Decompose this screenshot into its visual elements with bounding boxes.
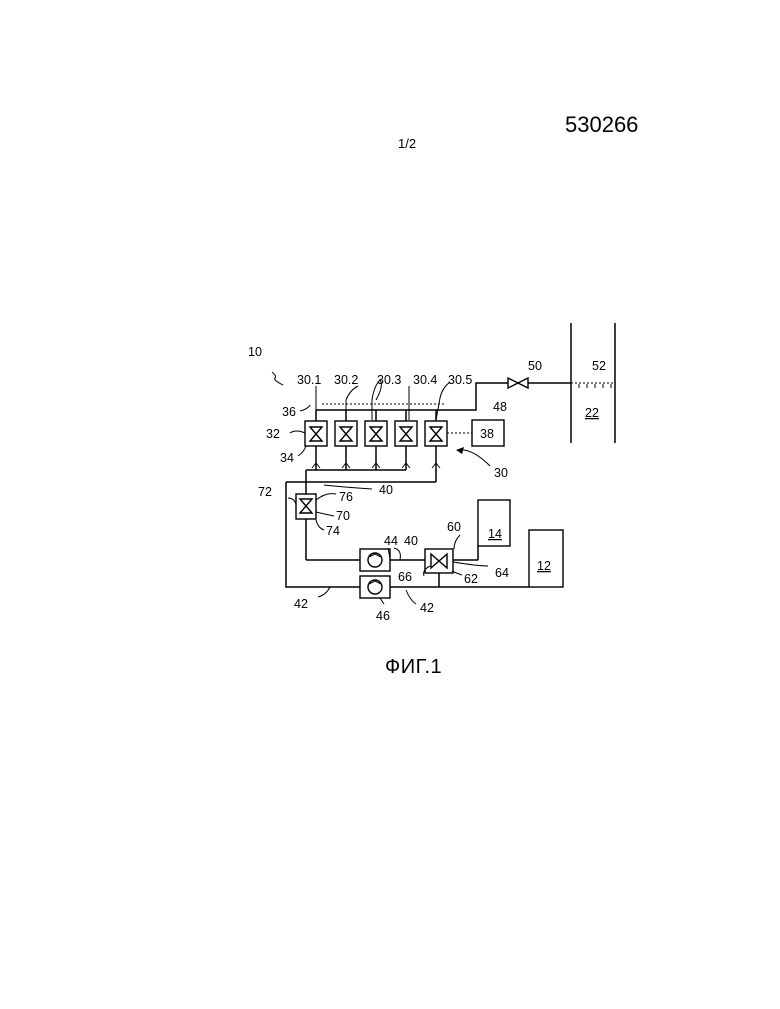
valve-30-1 [305,421,327,446]
collector-36 [316,404,446,421]
pump-44 [360,549,390,571]
label-30-2: 30.2 [334,373,358,387]
label-30-1: 30.1 [297,373,321,387]
label-46: 46 [376,609,390,623]
label-50: 50 [528,359,542,373]
label-30: 30 [494,466,508,480]
valve-30-4 [395,421,417,446]
pump-46 [360,576,390,598]
label-74: 74 [326,524,340,538]
label-70: 70 [336,509,350,523]
label-66: 66 [398,570,412,584]
label-32: 32 [266,427,280,441]
label-30-5: 30.5 [448,373,472,387]
label-48: 48 [493,400,507,414]
valve-70 [286,470,316,560]
label-14: 14 [488,527,502,541]
label-30-3: 30.3 [377,373,401,387]
valve-30-5 [425,421,447,446]
label-40-top: 40 [379,483,393,497]
label-62: 62 [464,572,478,586]
label-42-left: 42 [294,597,308,611]
label-44: 44 [384,534,398,548]
label-12: 12 [537,559,551,573]
label-22: 22 [585,406,599,420]
tank-22 [571,323,615,443]
valve-60 [425,549,453,573]
label-10: 10 [248,345,262,359]
label-52: 52 [592,359,606,373]
label-40-bottom: 40 [404,534,418,548]
label-38: 38 [480,427,494,441]
label-60: 60 [447,520,461,534]
label-64: 64 [495,566,509,580]
label-76: 76 [339,490,353,504]
label-42-right: 42 [420,601,434,615]
valve-30-2 [335,421,357,446]
manifold-40 [296,446,440,482]
label-36: 36 [282,405,296,419]
valve-group-30 [305,421,472,446]
valve-30-3 [365,421,387,446]
figure-caption: ФИГ.1 [385,656,442,679]
label-30-4: 30.4 [413,373,437,387]
label-72: 72 [258,485,272,499]
label-34: 34 [280,451,294,465]
